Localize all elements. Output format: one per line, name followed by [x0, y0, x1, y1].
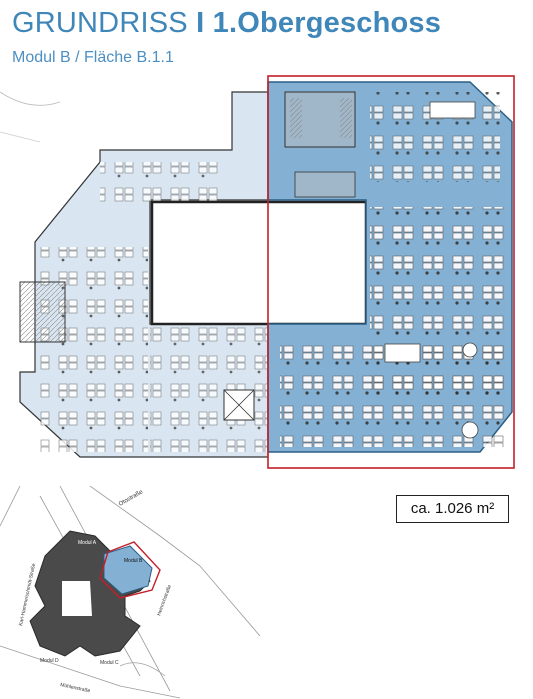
page-title: GRUNDRISS I 1.Obergeschoss	[12, 6, 441, 40]
area-badge: ca. 1.026 m²	[396, 495, 509, 523]
site-label-street-right: Heinrichstraße	[156, 584, 173, 617]
site-map: Otostraße Modul A Modul B Modul C Modul …	[0, 486, 261, 699]
site-label-street-bottom: Mühlenstraße	[60, 682, 91, 694]
title-floor: 1.Obergeschoss	[212, 7, 442, 39]
site-label-modul-c: Modul C	[100, 660, 119, 666]
floor-plan	[0, 75, 515, 469]
title-separator: I	[196, 7, 205, 39]
site-label-modul-a: Modul A	[78, 540, 97, 546]
site-label-modul-b: Modul B	[124, 558, 143, 564]
page-subtitle: Modul B / Fläche B.1.1	[12, 49, 174, 66]
site-label-modul-d: Modul D	[40, 658, 59, 664]
title-main: GRUNDRISS	[12, 7, 188, 39]
site-label-street-top: Otostraße	[118, 489, 145, 508]
